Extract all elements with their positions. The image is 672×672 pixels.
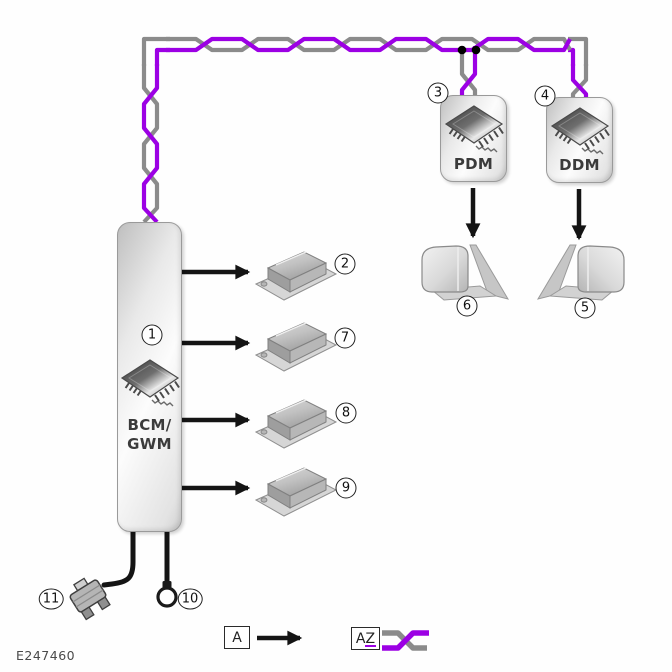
door-latch-icon [255,399,337,449]
bcm-gwm-module: BCM/ GWM [117,222,182,532]
bus-corner-purple [154,47,170,66]
inline-connector-icon [69,577,111,621]
ddm-module: DDM [546,97,613,183]
bus-pdm-branch-purple-wire [459,46,478,95]
bcm-gwm-label: BCM/ GWM [127,416,172,453]
microchip-icon [444,105,504,153]
callout-8: 8 [335,402,357,424]
twisted-pair-underline [365,645,376,647]
bus-junction-dot [457,45,467,55]
door-latch-icon [255,467,337,517]
microchip-icon [120,359,180,407]
bus-ddm-drop-purple-wire [570,64,589,97]
callout-4: 4 [534,85,556,107]
ddm-label: DDM [559,156,600,174]
bus-top-gray-wire [166,36,572,53]
door-mirror-icon [421,244,509,301]
door-latch-icon [255,322,337,372]
callout-3: 3 [427,82,449,104]
callout-9: 9 [335,477,357,499]
bus-corner-purple [568,47,576,66]
bus-corner-gray [141,36,170,66]
pdm-label: PDM [453,155,494,173]
callout-1: 1 [141,324,163,346]
legend-twisted-pair-keybox: AZ [351,627,380,650]
callout-5: 5 [574,297,596,319]
microchip-icon [550,107,610,155]
legend-twisted-pair-symbol [382,630,429,651]
bus-left-drop-gray-wire [141,64,160,224]
callout-11: 11 [38,588,64,610]
legend-twisted-pair-text: AZ [355,630,376,647]
bus-junction-dot [471,45,481,55]
door-mirror-icon [537,244,625,301]
bcm-output-arrows [182,264,251,496]
bus-left-drop-purple-wire [141,64,160,224]
bus-corner-gray [568,36,589,66]
figure-id: E247460 [16,648,76,663]
callout-10: 10 [177,588,203,610]
callout-2: 2 [334,253,356,275]
legend-circuit-keybox: A [224,626,250,649]
callout-6: 6 [456,295,478,317]
door-latch-icon [255,251,337,301]
can-bus-twisted-pair [141,36,589,224]
pdm-module: PDM [440,95,507,182]
callout-7: 7 [334,327,356,349]
bcm-power-wire [101,529,136,588]
bus-top-purple-wire [166,36,572,53]
ring-terminal-icon [156,581,178,608]
